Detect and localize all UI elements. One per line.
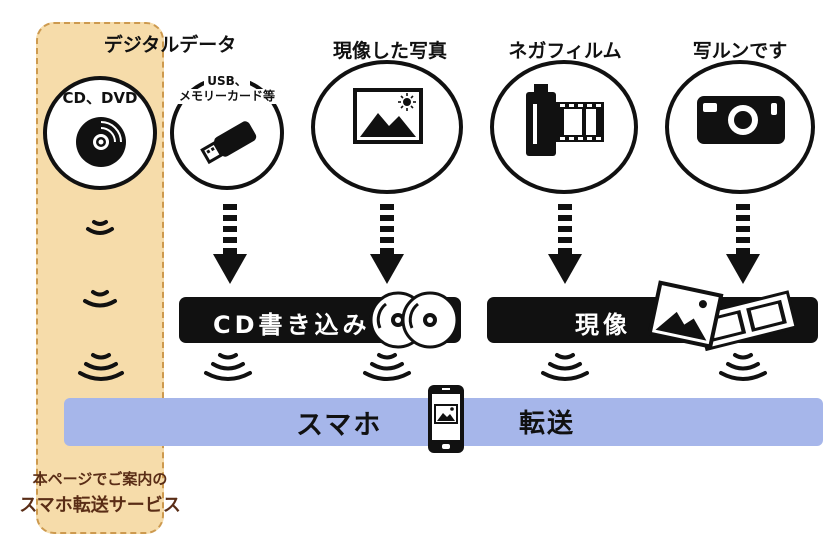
cd-disc-icon	[75, 116, 127, 168]
arrow-down-icon	[546, 204, 584, 286]
wireless-signal-icon	[202, 350, 254, 384]
disposable-camera-circle	[665, 60, 815, 194]
photo-icon	[648, 280, 798, 360]
film-roll-icon	[524, 82, 606, 160]
wireless-signal-icon	[76, 350, 126, 384]
digital-data-title: デジタルデータ	[103, 34, 237, 56]
cd-dvd-circle: CD、DVD	[43, 76, 157, 190]
transfer-left-label: スマホ	[296, 410, 383, 441]
highlight-caption-line1: 本ページでご案内の	[32, 470, 168, 488]
disposable-camera-title: 写ルンです	[692, 40, 788, 62]
arrow-down-icon	[368, 204, 406, 286]
usb-label-line1: USB、	[204, 74, 250, 89]
usb-label-line2: メモリーカード等	[176, 89, 277, 104]
photo-icon	[353, 88, 423, 144]
cd-write-label: CD書き込み	[213, 311, 371, 339]
cd-dvd-label: CD、DVD	[62, 89, 138, 107]
developed-photo-circle	[311, 60, 463, 194]
arrow-down-icon	[724, 204, 762, 286]
usb-memory-circle: USB、 メモリーカード等	[170, 74, 284, 190]
transfer-right-label: 転送	[519, 409, 576, 439]
highlight-caption-line2: スマホ転送サービス	[19, 495, 181, 516]
develop-label: 現像	[575, 311, 631, 339]
wireless-signal-icon	[361, 350, 413, 384]
usb-stick-icon	[200, 118, 260, 166]
wireless-signal-icon	[717, 350, 769, 384]
wireless-signal-icon	[82, 214, 118, 242]
developed-photo-title: 現像した写真	[332, 40, 447, 62]
negative-film-circle	[490, 60, 638, 194]
cd-disc-icon	[368, 290, 464, 350]
wireless-signal-icon	[539, 350, 591, 384]
wireless-signal-icon	[79, 286, 121, 316]
arrow-down-icon	[211, 204, 249, 286]
camera-icon	[695, 94, 787, 146]
negative-film-title: ネガフィルム	[508, 40, 622, 62]
smartphone-icon	[427, 384, 465, 454]
